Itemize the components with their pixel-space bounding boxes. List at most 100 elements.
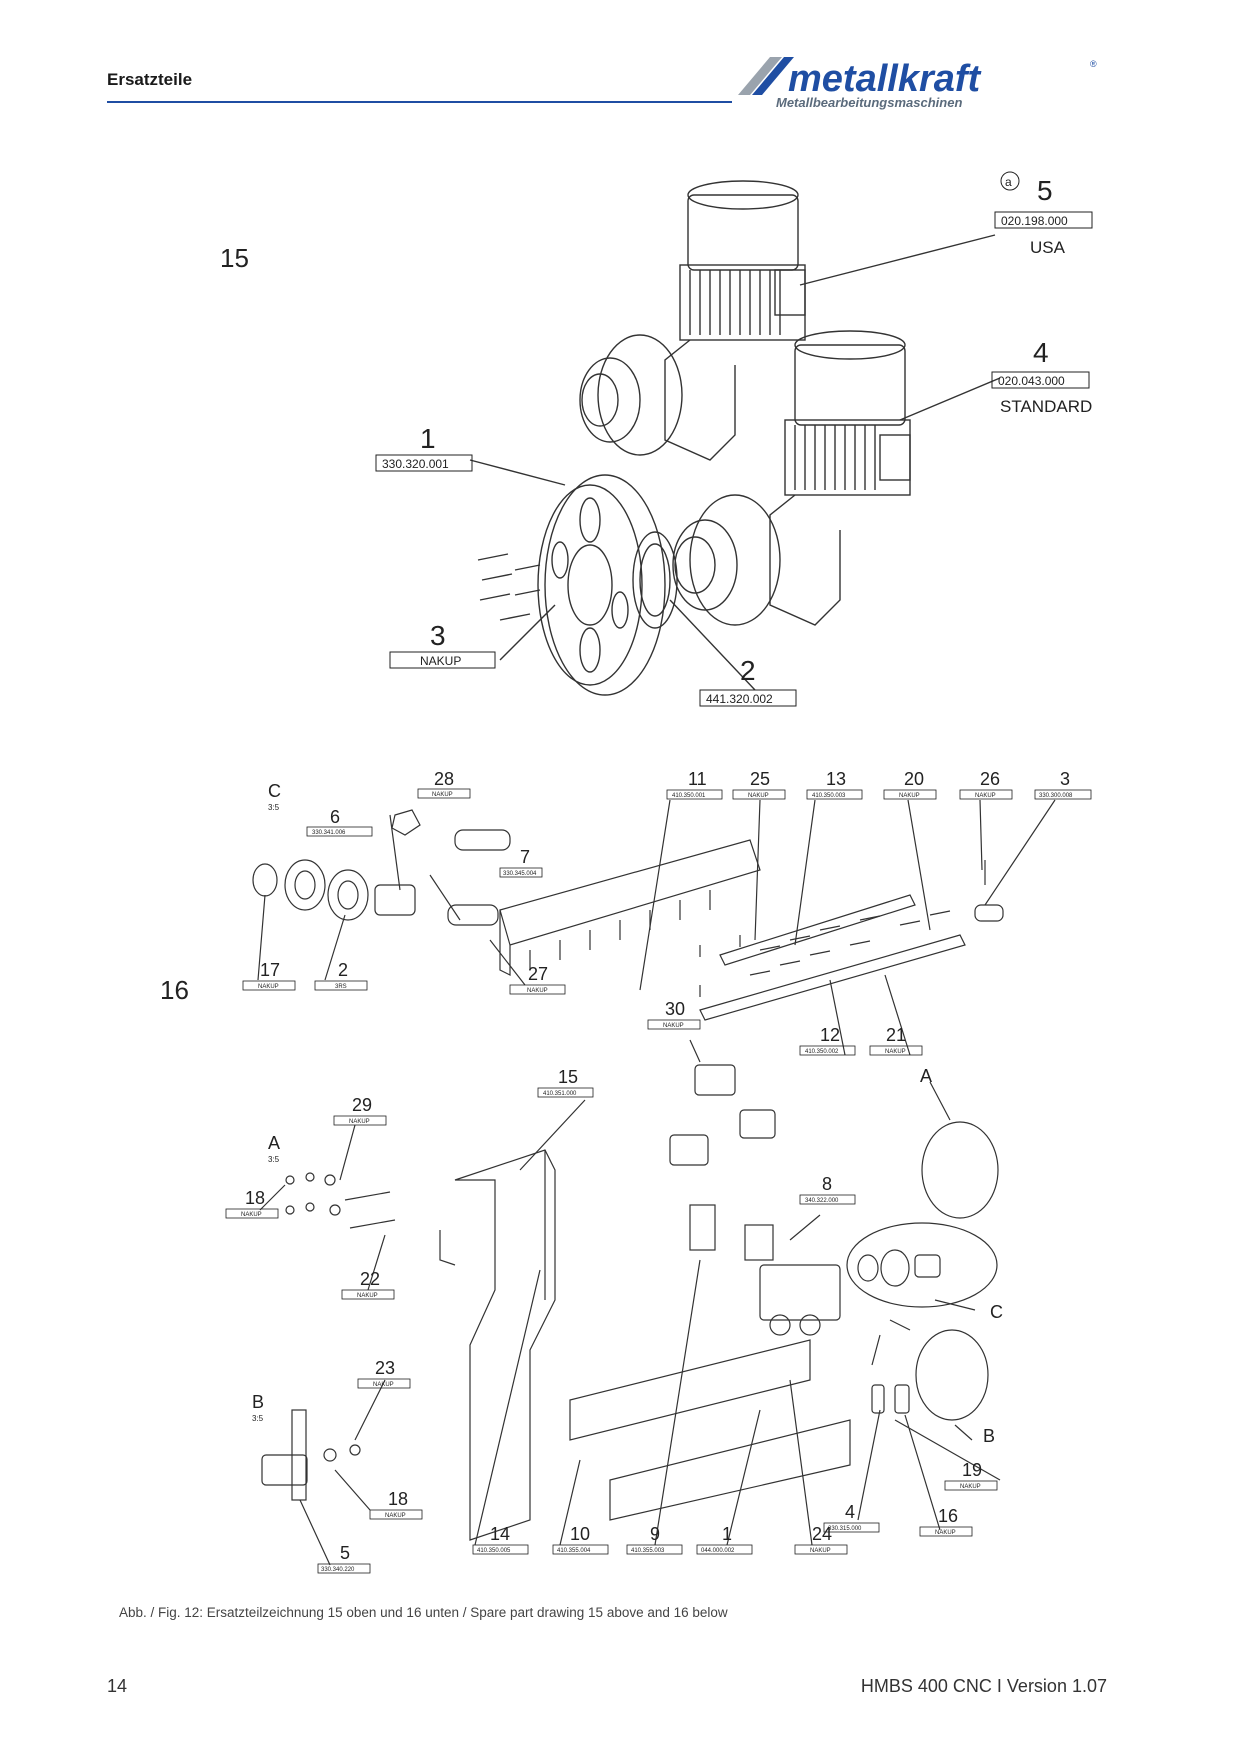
figure15-callouts: 1 330.320.001 2 441.320.002 3 NAKUP 4 02… <box>375 171 1093 707</box>
callout-15-5-mark: a <box>1005 175 1012 189</box>
callout-16-3-num: 3 <box>1060 769 1070 789</box>
callout-16-21-num: 21 <box>886 1025 906 1045</box>
callout-15-5-num: 5 <box>1037 175 1053 206</box>
callout-16-12-part: 410.350.002 <box>805 1049 839 1055</box>
callout-16-30-part: NAKUP <box>663 1023 684 1029</box>
callout-16-23-num: 23 <box>375 1358 395 1378</box>
callout-15-4-note: STANDARD <box>1000 397 1092 416</box>
callout-16-27-num: 27 <box>528 964 548 984</box>
callout-16-16-num: 16 <box>938 1506 958 1526</box>
callout-16-3-part: 330.300.008 <box>1039 793 1073 799</box>
callout-16-21-part: NAKUP <box>885 1049 906 1055</box>
callout-16-25-part: NAKUP <box>748 793 769 799</box>
callout-16-19-num: 19 <box>962 1460 982 1480</box>
figure-15-label: 15 <box>220 243 249 273</box>
callout-15-4-part: 020.043.000 <box>998 374 1065 388</box>
callout-15-5-part: 020.198.000 <box>1001 214 1068 228</box>
callout-16-18b-num: 18 <box>388 1489 408 1509</box>
header-rule <box>107 101 732 103</box>
screws-drawing <box>477 553 541 621</box>
callout-16-17-num: 17 <box>260 960 280 980</box>
callout-16-14-part: 410.350.005 <box>477 1548 511 1554</box>
logo-brand-text: metallkraft <box>788 58 982 100</box>
callout-16-6-part: 330.341.006 <box>312 830 346 836</box>
detail-b-letter: B <box>252 1392 264 1412</box>
spare-parts-drawing: 1 330.320.001 2 441.320.002 3 NAKUP 4 02… <box>225 171 1093 1574</box>
callout-16-22-num: 22 <box>360 1269 380 1289</box>
callout-16-2-num: 2 <box>338 960 348 980</box>
spacer-ring-drawing <box>632 531 678 629</box>
callout-16-27-part: NAKUP <box>527 988 548 994</box>
callout-16-8-num: 8 <box>822 1174 832 1194</box>
callout-16-16-part: NAKUP <box>935 1530 956 1536</box>
callout-15-5-note: USA <box>1030 238 1066 257</box>
motor-standard-drawing <box>672 330 911 626</box>
detail-labels: C 3:5 A 3:5 B 3:5 A C B <box>252 781 1003 1446</box>
callout-16-2-part: 3RS <box>335 984 347 990</box>
callout-16-15-num: 15 <box>558 1067 578 1087</box>
motor-usa-drawing <box>579 180 806 461</box>
figure16-callouts: 28 NAKUP 6 330.341.006 7 330.345.004 17 … <box>225 769 1092 1574</box>
callout-16-19-part: NAKUP <box>960 1484 981 1490</box>
detail-b-scale: 3:5 <box>252 1414 264 1423</box>
detail-a-marker: A <box>920 1066 932 1086</box>
svg-text:®: ® <box>1090 59 1097 69</box>
callout-16-10-part: 410.355.004 <box>557 1548 591 1554</box>
callout-16-23-part: NAKUP <box>373 1382 394 1388</box>
callout-16-28-part: NAKUP <box>432 792 453 798</box>
detail-c-marker: C <box>990 1302 1003 1322</box>
detail-c-scale: 3:5 <box>268 803 280 812</box>
callout-16-9-part: 410.355.003 <box>631 1548 665 1554</box>
page-number: 14 <box>107 1676 128 1696</box>
callout-16-11-num: 11 <box>688 769 707 789</box>
callout-15-2-part: 441.320.002 <box>706 692 773 706</box>
callout-16-15-part: 410.351.000 <box>543 1091 577 1097</box>
detail-a-letter: A <box>268 1133 280 1153</box>
callout-16-1-part: 044.000.002 <box>701 1548 735 1554</box>
callout-16-6-num: 6 <box>330 807 340 827</box>
callout-16-4-num: 4 <box>845 1502 855 1522</box>
page-header-title: Ersatzteile <box>107 70 193 89</box>
callout-15-3-part: NAKUP <box>420 654 461 668</box>
callout-15-3-num: 3 <box>430 620 446 651</box>
callout-16-29-part: NAKUP <box>349 1119 370 1125</box>
callout-16-10-num: 10 <box>570 1524 590 1544</box>
callout-16-5-num: 5 <box>340 1543 350 1563</box>
callout-16-13-num: 13 <box>826 769 846 789</box>
callout-16-24-num: 24 <box>812 1524 832 1544</box>
callout-16-14-num: 14 <box>490 1524 510 1544</box>
logo-tagline: Metallbearbeitungsmaschinen <box>776 95 963 110</box>
callout-16-29-num: 29 <box>352 1095 372 1115</box>
document-version: HMBS 400 CNC I Version 1.07 <box>860 1676 1107 1696</box>
callout-16-4-part: 330.315.000 <box>828 1526 862 1532</box>
callout-16-18b-part: NAKUP <box>385 1513 406 1519</box>
callout-16-1-num: 1 <box>722 1524 732 1544</box>
callout-15-4-num: 4 <box>1033 337 1049 368</box>
callout-16-13-part: 410.350.003 <box>812 793 846 799</box>
pulley-drawing <box>537 474 666 696</box>
figure-caption: Abb. / Fig. 12: Ersatzteilzeichnung 15 o… <box>119 1605 728 1620</box>
callout-16-28-num: 28 <box>434 769 454 789</box>
callout-15-1-num: 1 <box>420 423 436 454</box>
callout-16-9-num: 9 <box>650 1524 660 1544</box>
callout-16-18a-part: NAKUP <box>241 1212 262 1218</box>
detail-c-letter: C <box>268 781 281 801</box>
detail-a-scale: 3:5 <box>268 1155 280 1164</box>
callout-16-7-part: 330.345.004 <box>503 871 537 877</box>
callout-16-17-part: NAKUP <box>258 984 279 990</box>
callout-16-20-part: NAKUP <box>899 793 920 799</box>
callout-15-1-part: 330.320.001 <box>382 457 449 471</box>
callout-16-8-part: 340.322.000 <box>805 1198 839 1204</box>
metallkraft-logo: metallkraft ® <box>738 57 1097 100</box>
figure-16-label: 16 <box>160 975 189 1005</box>
callout-16-30-num: 30 <box>665 999 685 1019</box>
callout-16-7-num: 7 <box>520 847 530 867</box>
callout-16-26-num: 26 <box>980 769 1000 789</box>
callout-16-11-part: 410.350.001 <box>672 793 706 799</box>
callout-16-5-part: 330.340.220 <box>321 1567 355 1573</box>
callout-16-24-part: NAKUP <box>810 1548 831 1554</box>
callout-16-22-part: NAKUP <box>357 1293 378 1299</box>
callout-16-26-part: NAKUP <box>975 793 996 799</box>
callout-16-20-num: 20 <box>904 769 924 789</box>
callout-15-2-num: 2 <box>740 655 756 686</box>
